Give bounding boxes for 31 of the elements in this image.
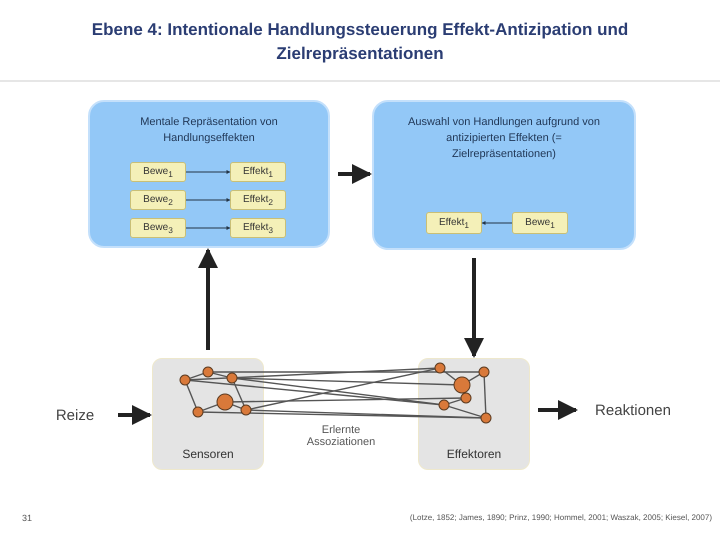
process-box: Effekt$_{1}$ [230,162,286,182]
box-heading: Mentale Repräsentation von Handlungseffekten [139,115,279,146]
process-box: Bewe$_{2}$ [130,190,186,210]
slide-title: Ebene 4: Intentionale Handlungssteuerung Effekt-Antizipation und Zielrepräsentationen [90,19,630,65]
arrow [464,258,484,358]
arrow [198,248,218,350]
box-heading: Auswahl von Handlungen aufgrund von antizipierten Effekten (= Zielrepräsentationen) [406,115,602,162]
group-box [418,358,530,470]
process-box: Effekt$_{2}$ [230,190,286,210]
process-box: Effekt$_{3}$ [230,218,286,238]
arrow [482,221,512,225]
citation-text: (Lotze, 1852; James, 1890; Prinz, 1990; Hommel, 2001; Waszak, 2005; Kiesel, 2007) [408,513,712,522]
group-label: Effektoren [446,447,502,461]
arrow [538,400,578,420]
text-label: Reaktionen [578,398,688,422]
arrow [186,226,230,230]
page-number: 31 [22,513,34,523]
rounded-box [88,100,330,248]
process-box: Bewe$_{1}$ [512,212,568,234]
group-label: Sensoren [182,447,234,461]
process-box: Bewe$_{1}$ [130,162,186,182]
group-box [152,358,264,470]
text-label: Reize [40,404,110,426]
process-box: Bewe$_{3}$ [130,218,186,238]
process-box: Effekt$_{1}$ [426,212,482,234]
arrow [186,170,230,174]
arrow [338,164,372,184]
arrow [186,198,230,202]
rounded-box [372,100,636,250]
arrow [118,405,152,425]
annotation-text: Erlernte Assoziationen [306,424,376,448]
